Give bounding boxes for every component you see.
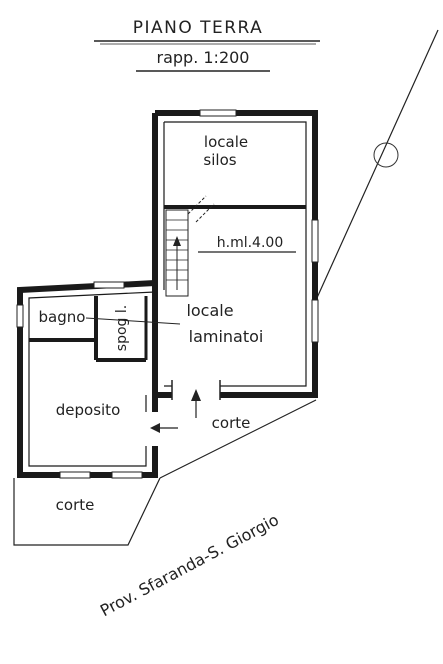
room-silos-label-2: silos	[203, 151, 236, 169]
room-silos-label-1: locale	[204, 133, 248, 151]
plan-scale: rapp. 1:200	[157, 48, 250, 67]
window-top	[199, 109, 237, 117]
corte-boundary	[13, 477, 161, 546]
entrance-arrow-head	[191, 389, 201, 401]
corte-entrance-label: corte	[212, 414, 251, 432]
window-bagno-left	[16, 304, 24, 328]
room-laminatoi-label-2: laminatoi	[189, 327, 264, 346]
road-label: Prov. Sfaranda-S. Giorgio	[97, 510, 282, 620]
annex-outline	[17, 280, 158, 478]
corte-front-label: corte	[56, 496, 95, 514]
road-edge	[159, 399, 317, 479]
room-deposito-label: deposito	[56, 401, 121, 419]
window-deposito-1	[59, 471, 91, 479]
window-deposito-2	[111, 471, 143, 479]
window-right-1	[311, 219, 319, 263]
room-height-label: h.ml.4.00	[217, 235, 283, 251]
window-right-2	[311, 299, 319, 343]
room-spogl-label: spog l.	[114, 305, 130, 351]
main-building-inner	[164, 121, 307, 387]
plan-title: PIANO TERRA	[133, 18, 264, 38]
room-bagno-label: bagno	[39, 308, 86, 326]
window-annex-top	[93, 281, 125, 289]
deposito-arrow-head	[150, 423, 160, 433]
door-deposito	[144, 412, 158, 446]
leader-bagno	[85, 317, 181, 325]
main-building-outline	[152, 110, 318, 398]
room-laminatoi-label-1: locale	[186, 301, 233, 320]
staircase	[165, 195, 215, 297]
boundary-line	[315, 29, 439, 301]
marker-circle	[373, 142, 399, 168]
